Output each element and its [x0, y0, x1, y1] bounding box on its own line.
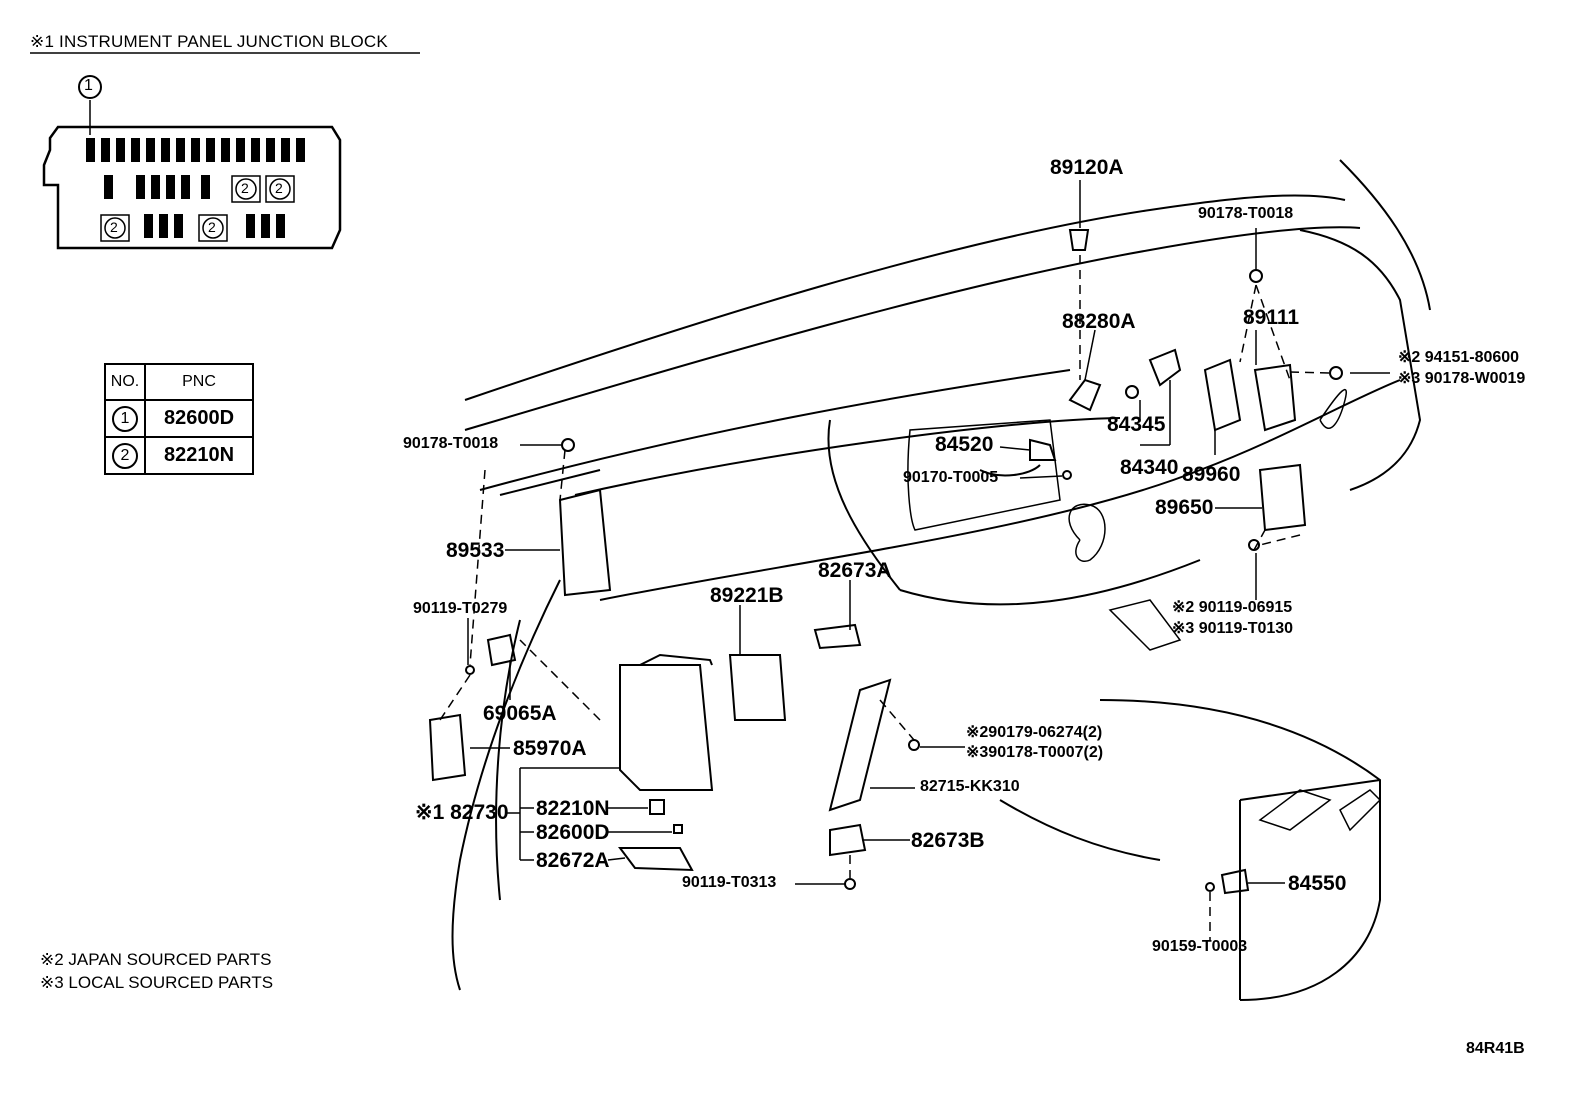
header-no: NO. [104, 363, 146, 401]
part-label-82730: ※1 82730 [415, 801, 509, 824]
pnc-table: NO. PNC 1 82600D 2 82210N [104, 363, 254, 475]
part-label-90178-w0019: ※3 90178-W0019 [1398, 370, 1526, 387]
locator-lines [439, 255, 1331, 940]
part-label-90159-t0003: 90159-T0003 [1152, 938, 1248, 955]
row-pnc: 82210N [144, 436, 254, 475]
components [428, 229, 1343, 895]
table-row: 2 82210N [104, 436, 254, 475]
part-label-69065a: 69065A [483, 702, 557, 725]
part-label-82210n: 82210N [536, 797, 610, 820]
part-label-85970a: 85970A [513, 737, 587, 760]
row-number: 1 [112, 405, 138, 432]
leader-lines [467, 180, 1390, 885]
part-label-84520: 84520 [935, 433, 994, 456]
part-label-88280a: 88280A [1062, 310, 1136, 333]
part-label-84550: 84550 [1288, 872, 1347, 895]
part-label-82673b: 82673B [911, 829, 985, 852]
dashboard-outline [451, 159, 1431, 1001]
part-label-90179-06274: ※290179-06274(2) [966, 724, 1103, 741]
part-label-90119-t0279: 90119-T0279 [413, 600, 508, 617]
part-label-89120a: 89120A [1050, 156, 1124, 179]
junction-marker-1: 1 [84, 77, 93, 94]
part-label-90170-t0005: 90170-T0005 [903, 469, 999, 486]
part-label-82600d: 82600D [536, 821, 610, 844]
diagram-code: 84R41B [1466, 1040, 1525, 1057]
part-label-90178-t0018-top: 90178-T0018 [1198, 205, 1294, 222]
relay-marker-2: 2 [241, 180, 249, 196]
relay-marker-2: 2 [275, 180, 283, 196]
part-label-82672a: 82672A [536, 849, 610, 872]
junction-block-title: ※1 INSTRUMENT PANEL JUNCTION BLOCK [30, 32, 388, 51]
footnote-local: ※3 LOCAL SOURCED PARTS [40, 973, 274, 992]
part-label-89960: 89960 [1182, 463, 1241, 486]
part-label-84340: 84340 [1120, 456, 1179, 479]
part-label-89533: 89533 [446, 539, 505, 562]
relay-marker-2: 2 [110, 219, 118, 235]
table-row: 1 82600D [104, 399, 254, 438]
part-label-89111: 89111 [1243, 306, 1300, 329]
relay-marker-2: 2 [208, 219, 216, 235]
part-label-90119-t0130: ※3 90119-T0130 [1172, 620, 1294, 637]
part-label-89650: 89650 [1155, 496, 1214, 519]
part-label-94151-80600: ※2 94151-80600 [1398, 349, 1520, 366]
part-label-90178-t0018-left: 90178-T0018 [403, 435, 499, 452]
pnc-table-header: NO. PNC [104, 363, 254, 401]
part-label-84345: 84345 [1107, 413, 1166, 436]
footnote-japan: ※2 JAPAN SOURCED PARTS [40, 950, 272, 969]
part-label-90119-06915: ※2 90119-06915 [1172, 599, 1293, 616]
part-label-89221b: 89221B [710, 584, 784, 607]
junction-block-outline [42, 75, 342, 250]
row-pnc: 82600D [144, 399, 254, 438]
part-label-90178-t0007: ※390178-T0007(2) [966, 744, 1104, 761]
part-label-90119-t0313: 90119-T0313 [682, 874, 777, 891]
header-pnc: PNC [144, 363, 254, 401]
part-label-82715-kk310: 82715-KK310 [920, 778, 1020, 795]
row-number: 2 [112, 442, 138, 469]
part-label-82673a: 82673A [818, 559, 892, 582]
